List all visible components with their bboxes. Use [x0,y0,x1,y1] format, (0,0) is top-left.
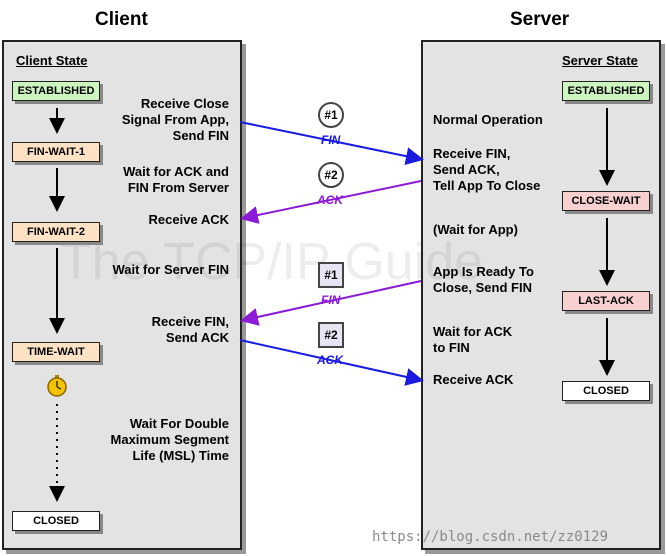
client-note-msl: Wait For Double Maximum Segment Life (MS… [110,416,229,463]
watermark: The TCP/IP Guide [60,233,483,291]
message-2-label: ACK [317,193,343,207]
server-note-receive-fin: Receive FIN, Send ACK, Tell App To Close [433,146,541,193]
server-state-last-ack: LAST-ACK [562,291,650,311]
message-1-number: #1 [318,102,344,128]
client-state-fin-wait-1: FIN-WAIT-1 [12,142,100,162]
source-url: https://blog.csdn.net/zz0129 [372,529,609,545]
message-1-label: FIN [321,133,341,147]
message-arrow-ack-2 [239,339,424,386]
client-note-receive-ack: Receive ACK [148,212,229,227]
client-column-title: Client [95,9,148,30]
server-note-wait-app: (Wait for App) [433,222,518,237]
server-note-normal: Normal Operation [433,112,543,127]
client-note-receive-fin: Receive FIN, Send ACK [151,314,229,345]
message-4-number: #2 [318,322,344,348]
message-3-number: #1 [318,262,344,288]
client-note-close-signal: Receive Close Signal From App, Send FIN [121,96,229,143]
client-state-fin-wait-2: FIN-WAIT-2 [12,222,100,242]
message-2-number: #2 [318,162,344,188]
server-state-closed: CLOSED [562,381,650,401]
stopwatch-icon [46,375,68,397]
client-state-time-wait: TIME-WAIT [12,342,100,362]
message-arrow-ack-1 [240,180,422,224]
server-note-app-ready: App Is Ready To Close, Send FIN [433,264,534,295]
message-3-label: FIN [321,293,341,307]
client-state-established: ESTABLISHED [12,81,100,101]
client-panel [2,40,242,550]
client-state-heading: Client State [16,53,88,68]
server-column-title: Server [510,9,570,30]
server-state-heading: Server State [562,53,638,68]
server-state-established: ESTABLISHED [562,81,650,101]
server-note-receive-ack: Receive ACK [433,372,514,387]
message-arrow-fin-1 [239,121,424,165]
client-state-closed: CLOSED [12,511,100,531]
server-note-wait-ack: Wait for ACK to FIN [433,324,513,355]
client-note-wait-server-fin: Wait for Server FIN [112,262,229,277]
client-note-wait-ack-fin: Wait for ACK and FIN From Server [123,164,229,195]
server-state-close-wait: CLOSE-WAIT [562,191,650,211]
message-4-label: ACK [317,353,343,367]
message-arrow-fin-2 [240,280,422,326]
